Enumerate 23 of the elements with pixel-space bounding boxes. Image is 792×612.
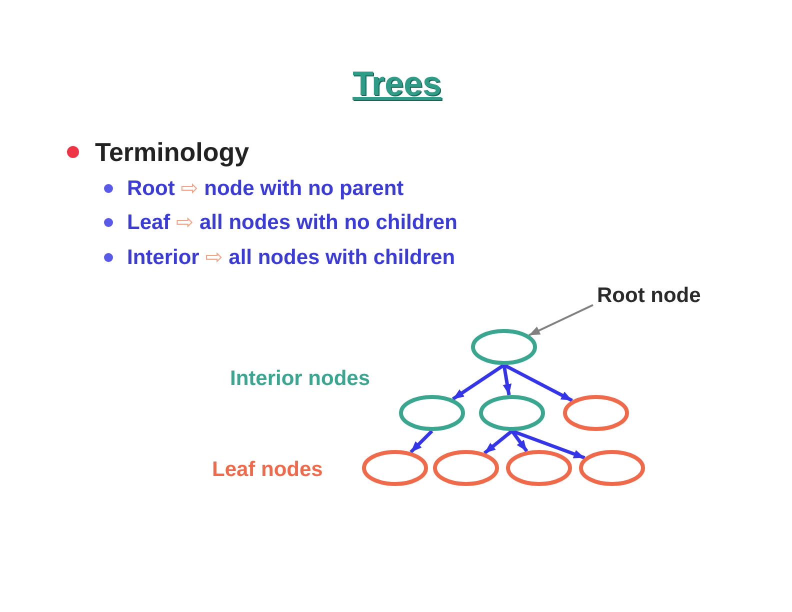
tree-edge-arrow bbox=[502, 364, 512, 396]
bullet-heading: Terminology bbox=[95, 136, 250, 168]
tree-node-ellipse bbox=[399, 395, 465, 431]
group-label: Interior nodes bbox=[230, 366, 370, 392]
tree-edge-arrow bbox=[503, 363, 573, 402]
leader-arrow bbox=[528, 304, 594, 336]
bullet-text: Interior ⇨ all nodes with children bbox=[127, 244, 456, 270]
tree-node-ellipse bbox=[471, 329, 537, 365]
slide-title: Trees bbox=[352, 64, 442, 104]
tree-node-ellipse bbox=[563, 395, 629, 431]
tree-node-ellipse bbox=[362, 450, 428, 486]
tree-edge-arrow bbox=[511, 429, 586, 460]
tree-edge-arrow bbox=[452, 364, 505, 401]
tree-edge-arrow bbox=[410, 430, 434, 454]
tree-edge-arrow bbox=[483, 430, 514, 454]
tree-node-ellipse bbox=[579, 450, 645, 486]
tree-node-ellipse bbox=[506, 450, 572, 486]
callout-label: Root node bbox=[597, 283, 701, 309]
tree-node-ellipse bbox=[433, 450, 499, 486]
tree-node-ellipse bbox=[479, 395, 545, 431]
group-label: Leaf nodes bbox=[212, 457, 323, 483]
bullet-text: Leaf ⇨ all nodes with no children bbox=[127, 208, 458, 236]
bullet-text: Root ⇨ node with no parent bbox=[127, 174, 404, 202]
